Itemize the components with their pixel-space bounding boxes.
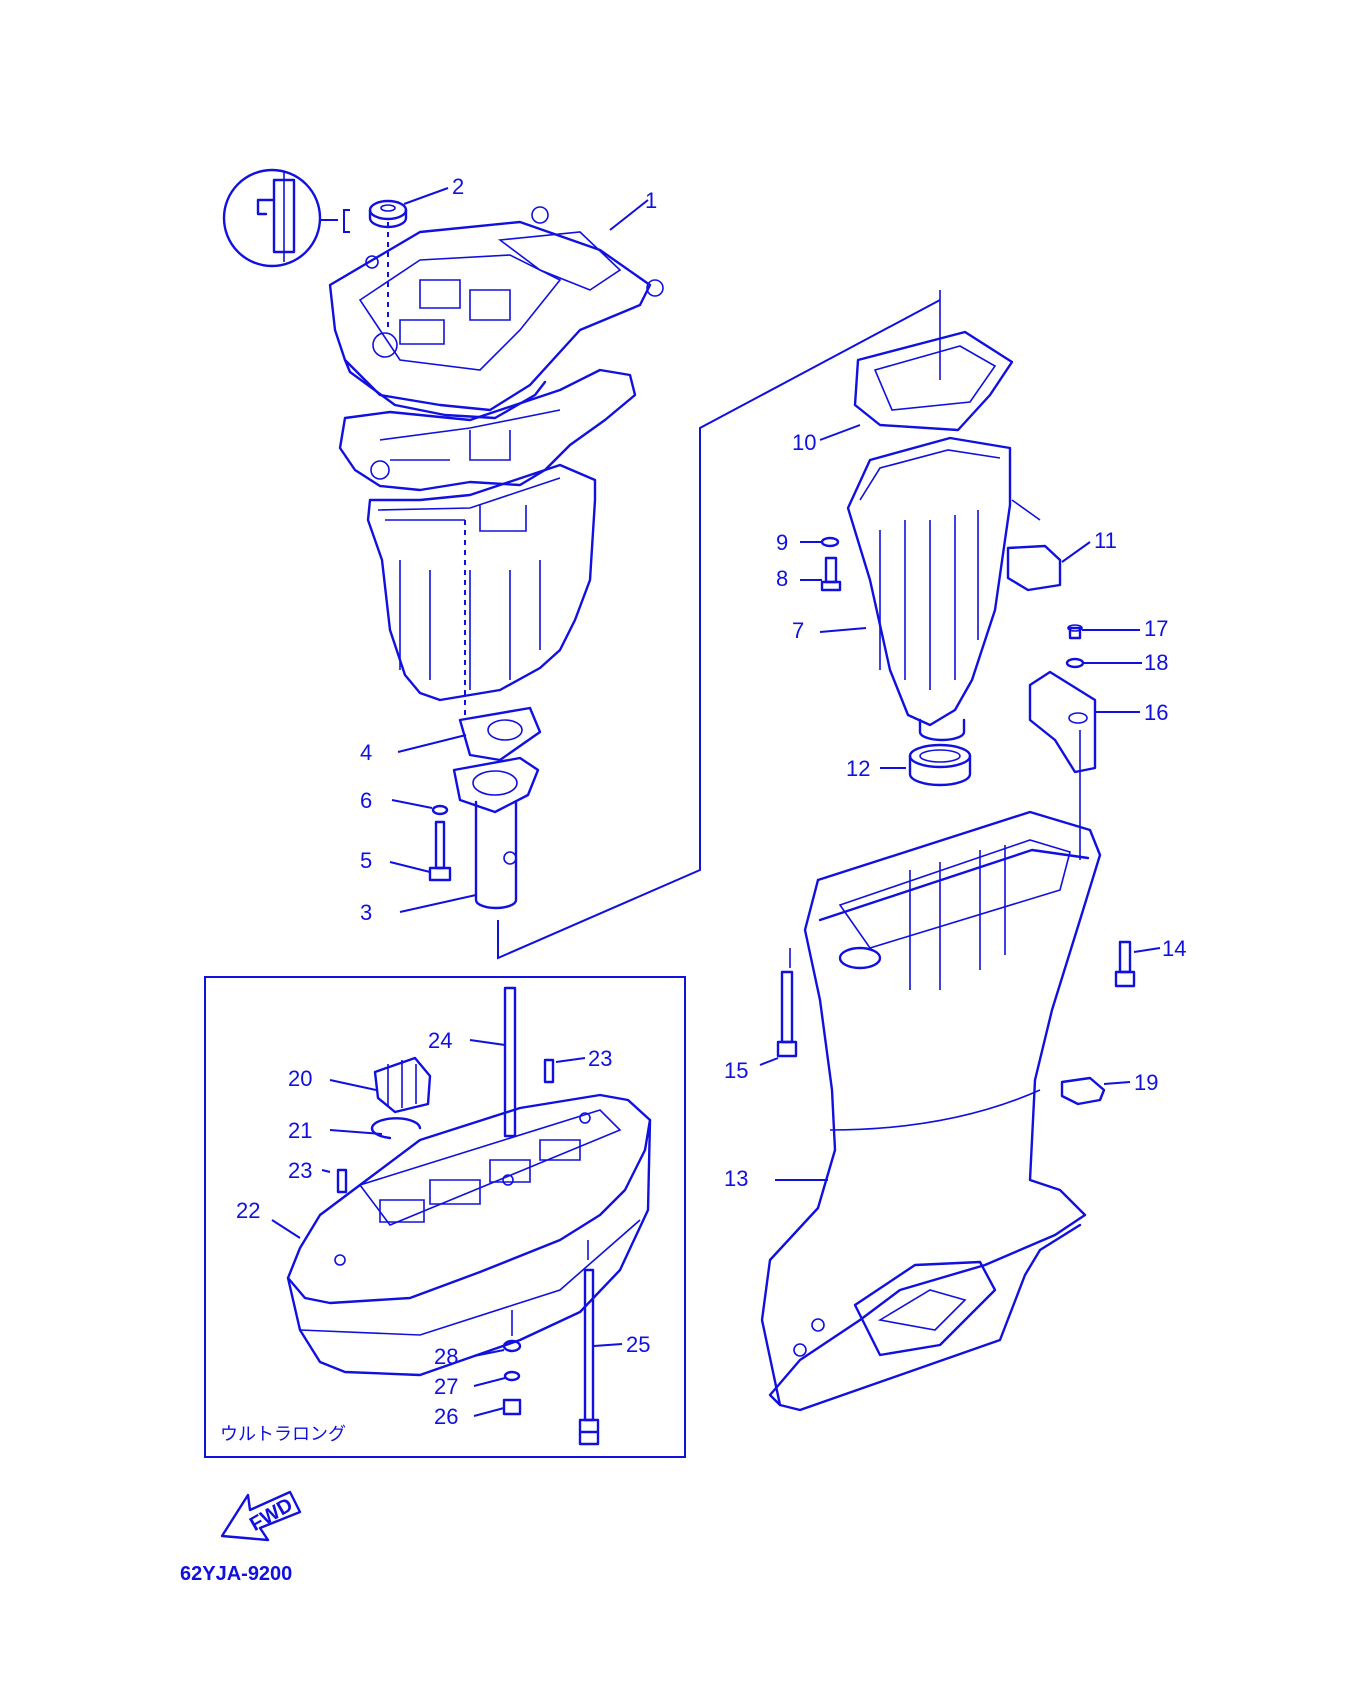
part-label: 10 (792, 430, 816, 455)
part-label: 17 (1144, 616, 1168, 641)
gasket-part-4 (397, 706, 542, 762)
part-label: 7 (792, 618, 804, 643)
part-label: 25 (626, 1332, 650, 1357)
part-label: 20 (288, 1066, 312, 1091)
bolts-parts-14-15 (759, 940, 1161, 1066)
gasket-upper (338, 368, 637, 492)
diagram-code: 62YJA-9200 (180, 1563, 292, 1585)
gasket-part-10 (819, 330, 1014, 441)
bolt-washer-parts-8-9 (800, 536, 842, 592)
exhaust-guide-part-7 (819, 436, 1012, 742)
part-label: 23 (588, 1046, 612, 1071)
part-label: 11 (1094, 528, 1117, 553)
plug-part-19 (1060, 1076, 1131, 1106)
forward-arrow-icon: FWD (220, 1490, 302, 1542)
bracket-parts-16-17-18 (1028, 624, 1142, 860)
part-label: 12 (846, 756, 870, 781)
upper-case-part-13 (760, 810, 1102, 1412)
ultra-long-inset (204, 976, 686, 1458)
part-label: 28 (434, 1344, 458, 1369)
detail-circle (222, 168, 350, 268)
upper-plate-part-1 (328, 199, 664, 420)
part-label: 18 (1144, 650, 1168, 675)
part-label: 1 (645, 188, 657, 213)
damper-part-11 (1006, 499, 1091, 592)
part-label: 8 (776, 566, 788, 591)
part-label: 24 (428, 1028, 452, 1053)
part-label: 4 (360, 740, 372, 765)
part-label: 19 (1134, 1070, 1158, 1095)
exhaust-pipe-part-3 (399, 756, 540, 913)
part-label: 6 (360, 788, 372, 813)
part-label: 9 (776, 530, 788, 555)
part-label: 22 (236, 1198, 260, 1223)
part-label: 5 (360, 848, 372, 873)
part-label: 13 (724, 1166, 748, 1191)
part-label: 2 (452, 174, 464, 199)
part-label: 23 (288, 1158, 312, 1183)
washer-part-2 (368, 187, 449, 330)
bolt-washer-parts-5-6 (389, 799, 452, 882)
exhaust-housing-upper (366, 463, 597, 720)
part-label: 14 (1162, 936, 1186, 961)
seal-part-12 (880, 743, 972, 787)
part-label: 26 (434, 1404, 458, 1429)
assembly-divider (497, 290, 941, 960)
part-label: 16 (1144, 700, 1168, 725)
part-label: 3 (360, 900, 372, 925)
inset-caption: ウルトラロング (220, 1424, 346, 1445)
part-label: 27 (434, 1374, 458, 1399)
part-label: 15 (724, 1058, 748, 1083)
part-label: 21 (288, 1118, 312, 1143)
